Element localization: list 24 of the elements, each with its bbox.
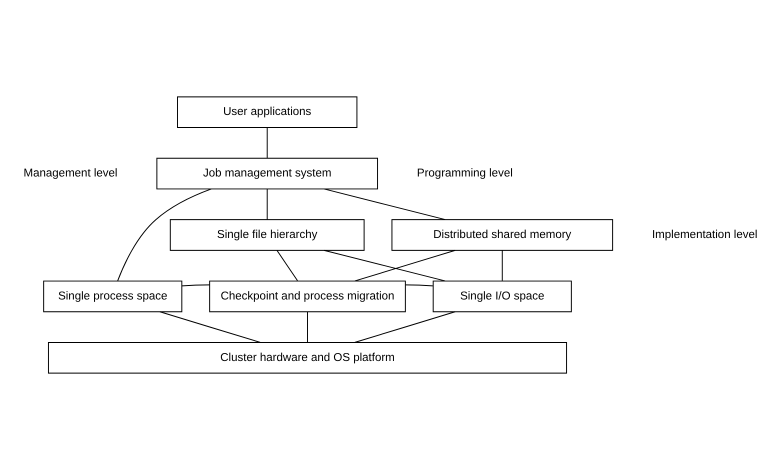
label: Implementation level xyxy=(652,228,758,240)
connector xyxy=(276,249,298,281)
connector xyxy=(502,249,503,281)
connector xyxy=(117,188,212,281)
connector xyxy=(266,126,268,158)
label: Programming level xyxy=(416,167,513,180)
node-box: Distributed shared memory xyxy=(391,218,614,250)
node-box: Single file hierarchy xyxy=(170,218,365,250)
node-box: Job management system xyxy=(156,157,378,189)
connector xyxy=(354,310,456,342)
node-box: Single I/O space xyxy=(432,280,572,312)
connector xyxy=(182,284,210,286)
node-box: Single process space xyxy=(43,280,182,312)
node-box: Checkpoint and process migration xyxy=(209,280,406,312)
node-box: User applications xyxy=(177,96,358,128)
connector xyxy=(266,188,268,220)
connector xyxy=(307,310,308,342)
node-box: Cluster hardware and OS platform xyxy=(48,341,568,374)
label: Management level xyxy=(24,167,118,180)
connector xyxy=(324,188,446,220)
connector xyxy=(324,249,446,281)
connector xyxy=(159,310,261,342)
connector xyxy=(354,249,456,281)
connector xyxy=(405,284,434,286)
